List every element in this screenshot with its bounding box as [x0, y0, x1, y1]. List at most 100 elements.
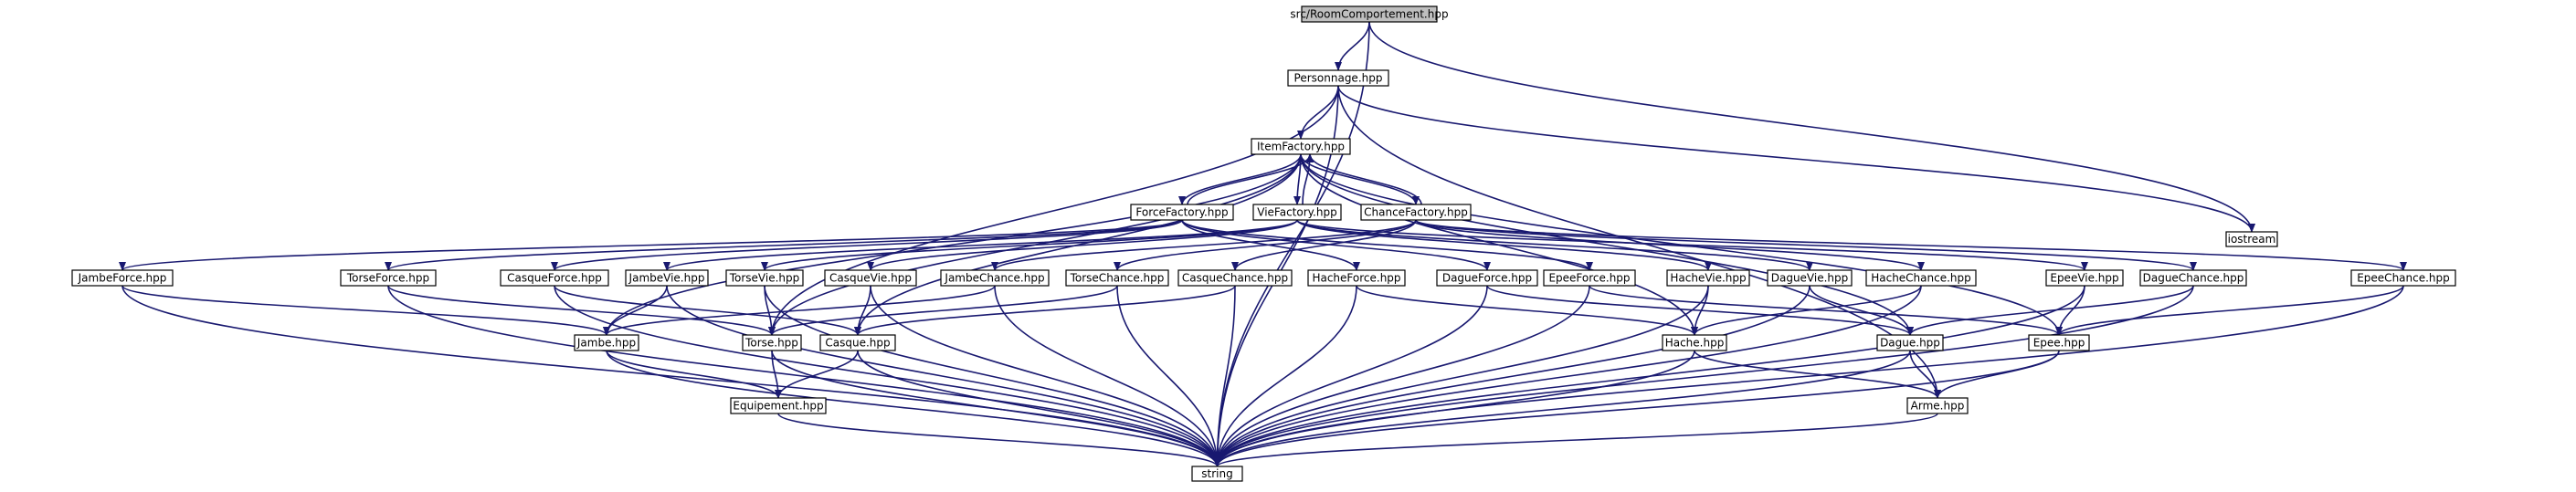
node-itemfactory[interactable]: ItemFactory.hpp	[1251, 138, 1351, 155]
node-hachevie[interactable]: HacheVie.hpp	[1666, 269, 1750, 287]
node-box[interactable]	[1662, 334, 1727, 351]
node-casquechance[interactable]: CasqueChance.hpp	[1177, 269, 1293, 287]
edge-line	[1213, 350, 1911, 467]
node-box[interactable]	[1360, 204, 1472, 221]
node-box[interactable]	[2139, 269, 2247, 287]
node-box[interactable]	[2045, 269, 2124, 287]
edge-line	[554, 285, 1221, 467]
node-string[interactable]: string	[1191, 466, 1243, 482]
node-epeechance[interactable]: EpeeChance.hpp	[2350, 269, 2456, 287]
edge-chancefactory-to-itemfactory	[1306, 153, 1422, 205]
node-box[interactable]	[824, 269, 917, 287]
node-box[interactable]	[1252, 204, 1342, 221]
node-box[interactable]	[1767, 269, 1853, 287]
node-box[interactable]	[2350, 269, 2456, 287]
node-epee[interactable]: Epee.hpp	[2028, 334, 2090, 351]
node-root[interactable]: src/RoomComportement.hpp	[1290, 5, 1449, 23]
node-box[interactable]	[1177, 269, 1293, 287]
edge-viefactory-to-casquevie	[867, 219, 1298, 271]
node-jambechance[interactable]: JambeChance.hpp	[940, 269, 1050, 287]
node-box[interactable]	[725, 269, 804, 287]
edge-line	[1306, 153, 1422, 205]
node-casque[interactable]: Casque.hpp	[819, 334, 896, 351]
node-daguevie[interactable]: DagueVie.hpp	[1767, 269, 1853, 287]
node-box[interactable]	[1301, 5, 1438, 23]
node-hacheforce[interactable]: HacheForce.hpp	[1307, 269, 1406, 287]
edge-chancefactory-to-epeechance	[1415, 219, 2407, 271]
node-box[interactable]	[1876, 334, 1944, 351]
node-epeevie[interactable]: EpeeVie.hpp	[2045, 269, 2124, 287]
node-iostream[interactable]: iostream	[2225, 231, 2278, 247]
edge-casque-to-string	[857, 350, 1221, 467]
node-label: Personnage.hpp	[1294, 72, 1383, 85]
node-box[interactable]	[730, 397, 827, 414]
node-jambeforce[interactable]: JambeForce.hpp	[71, 269, 174, 287]
node-box[interactable]	[1287, 69, 1389, 87]
edge-hache-to-string	[1213, 350, 1695, 467]
node-casquevie[interactable]: CasqueVie.hpp	[824, 269, 917, 287]
node-equipement[interactable]: Equipement.hpp	[730, 397, 827, 414]
node-label: HacheForce.hpp	[1312, 272, 1400, 285]
node-box[interactable]	[1906, 397, 1969, 414]
node-viefactory[interactable]: VieFactory.hpp	[1252, 204, 1342, 221]
node-box[interactable]	[625, 269, 709, 287]
node-box[interactable]	[819, 334, 896, 351]
edge-line	[1368, 21, 2255, 233]
node-hachechance[interactable]: HacheChance.hpp	[1865, 269, 1977, 287]
edge-hachechance-to-hache	[1691, 285, 1922, 336]
node-hache[interactable]: Hache.hpp	[1662, 334, 1727, 351]
node-box[interactable]	[1191, 466, 1243, 482]
node-chancefactory[interactable]: ChanceFactory.hpp	[1360, 204, 1472, 221]
node-epeeforce[interactable]: EpeeForce.hpp	[1543, 269, 1636, 287]
node-box[interactable]	[1865, 269, 1977, 287]
node-forcefactory[interactable]: ForceFactory.hpp	[1130, 204, 1234, 221]
node-box[interactable]	[742, 334, 802, 351]
node-jambevie[interactable]: JambeVie.hpp	[625, 269, 709, 287]
edge-line	[1691, 285, 1922, 336]
edge-daguevie-to-string	[1213, 285, 1811, 467]
edge-forcefactory-to-epeeforce	[1181, 219, 1593, 271]
node-box[interactable]	[2028, 334, 2090, 351]
edge-line	[1213, 285, 1922, 467]
node-box[interactable]	[1251, 138, 1351, 155]
node-dague[interactable]: Dague.hpp	[1876, 334, 1944, 351]
edge-line	[1906, 285, 2194, 336]
node-box[interactable]	[340, 269, 437, 287]
node-box[interactable]	[1666, 269, 1750, 287]
edge-line	[1178, 153, 1302, 205]
edge-torsechance-to-torse	[768, 285, 1118, 336]
node-box[interactable]	[1436, 269, 1538, 287]
node-label: TorseForce.hpp	[346, 272, 429, 285]
edge-itemfactory-to-dague	[1300, 153, 1914, 336]
edge-root-to-iostream	[1368, 21, 2255, 233]
node-box[interactable]	[1543, 269, 1636, 287]
node-box[interactable]	[574, 334, 639, 351]
edge-root-to-string	[1213, 21, 1370, 467]
node-arme[interactable]: Arme.hpp	[1906, 397, 1969, 414]
node-label: EpeeChance.hpp	[2357, 272, 2450, 285]
node-label: iostream	[2228, 233, 2276, 246]
node-box[interactable]	[71, 269, 174, 287]
node-daguechance[interactable]: DagueChance.hpp	[2139, 269, 2247, 287]
dependency-edges	[119, 21, 2407, 467]
node-box[interactable]	[1307, 269, 1406, 287]
node-personnage[interactable]: Personnage.hpp	[1287, 69, 1389, 87]
node-box[interactable]	[1130, 204, 1234, 221]
node-box[interactable]	[940, 269, 1050, 287]
edge-line	[1181, 219, 1491, 271]
edge-torse-to-string	[771, 350, 1221, 467]
node-label: Casque.hpp	[825, 337, 890, 350]
node-torsechance[interactable]: TorseChance.hpp	[1065, 269, 1169, 287]
edge-epee-to-arme	[1934, 350, 2060, 399]
node-torseforce[interactable]: TorseForce.hpp	[340, 269, 437, 287]
node-box[interactable]	[500, 269, 609, 287]
edge-forcefactory-to-torseforce	[385, 219, 1183, 271]
node-torsevie[interactable]: TorseVie.hpp	[725, 269, 804, 287]
node-torse[interactable]: Torse.hpp	[742, 334, 802, 351]
node-jambe[interactable]: Jambe.hpp	[574, 334, 639, 351]
node-casqueforce[interactable]: CasqueForce.hpp	[500, 269, 609, 287]
node-box[interactable]	[2225, 231, 2278, 247]
node-box[interactable]	[1065, 269, 1169, 287]
node-dagueforce[interactable]: DagueForce.hpp	[1436, 269, 1538, 287]
edge-dagueforce-to-string	[1213, 285, 1488, 467]
